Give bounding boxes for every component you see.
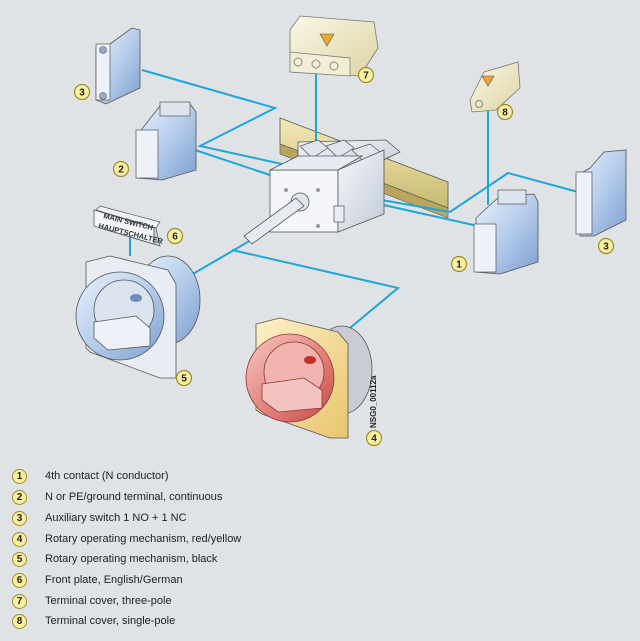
front-plate: MAIN SWITCH HAUPTSCHALTER xyxy=(93,205,164,247)
main-switch xyxy=(243,139,401,245)
badge-rotary-red: 4 xyxy=(365,429,383,447)
legend-item: 5 Rotary operating mechanism, black xyxy=(12,549,217,569)
legend-label: Terminal cover, single-pole xyxy=(45,615,176,627)
legend-label: Terminal cover, three-pole xyxy=(45,595,172,607)
legend-label: Auxiliary switch 1 NO + 1 NC xyxy=(45,512,187,524)
badge-aux-left: 3 xyxy=(73,83,91,101)
svg-text:5: 5 xyxy=(181,374,187,385)
legend-label: Rotary operating mechanism, red/yellow xyxy=(45,533,242,545)
svg-text:4: 4 xyxy=(371,434,377,445)
rotary-mechanism-red-yellow xyxy=(245,317,373,439)
badge-pe-terminal: 2 xyxy=(112,160,130,178)
svg-text:2: 2 xyxy=(118,165,124,176)
svg-text:1: 1 xyxy=(456,260,462,271)
badge-front-plate: 6 xyxy=(166,227,184,245)
auxiliary-switch-right xyxy=(575,149,627,237)
badge-terminal-cover-three: 7 xyxy=(357,66,375,84)
svg-text:3: 3 xyxy=(79,88,85,99)
legend-label: Front plate, English/German xyxy=(45,574,183,586)
fourth-contact xyxy=(473,189,539,275)
legend-item: 1 4th contact (N conductor) xyxy=(12,466,169,486)
auxiliary-switch-left xyxy=(95,27,141,105)
legend-item: 2 N or PE/ground terminal, continuous xyxy=(12,487,222,507)
svg-text:3: 3 xyxy=(603,242,609,253)
number-badge: 8 xyxy=(12,613,27,629)
number-badge: 2 xyxy=(12,489,27,505)
legend-label: 4th contact (N conductor) xyxy=(45,470,169,482)
legend-item: 3 Auxiliary switch 1 NO + 1 NC xyxy=(12,508,187,528)
legend-item: 6 Front plate, English/German xyxy=(12,570,183,590)
legend-item: 7 Terminal cover, three-pole xyxy=(12,591,172,611)
drawing-code: NSG0_00112a xyxy=(369,375,378,428)
badge-fourth-contact: 1 xyxy=(450,255,468,273)
rotary-mechanism-black xyxy=(75,255,201,379)
svg-text:6: 6 xyxy=(172,232,178,243)
badge-rotary-black: 5 xyxy=(175,369,193,387)
badge-aux-right: 3 xyxy=(597,237,615,255)
badge-terminal-cover-single: 8 xyxy=(496,103,514,121)
legend-label: Rotary operating mechanism, black xyxy=(45,553,218,565)
number-badge: 7 xyxy=(12,593,27,609)
number-badge: 6 xyxy=(12,572,27,588)
number-badge: 3 xyxy=(12,510,27,526)
legend-item: 4 Rotary operating mechanism, red/yellow xyxy=(12,529,241,549)
svg-text:8: 8 xyxy=(502,108,508,119)
terminal-cover-three-pole xyxy=(289,15,379,77)
legend-item: 8 Terminal cover, single-pole xyxy=(12,611,175,631)
svg-text:7: 7 xyxy=(363,71,369,82)
terminal-cover-single-pole xyxy=(469,61,521,113)
exploded-diagram: MAIN SWITCH HAUPTSCHALTER NSG0_00112a 3 … xyxy=(73,15,627,447)
number-badge: 5 xyxy=(12,551,27,567)
pe-terminal xyxy=(135,101,197,181)
number-badge: 1 xyxy=(12,468,27,484)
legend-label: N or PE/ground terminal, continuous xyxy=(45,491,223,503)
number-badge: 4 xyxy=(12,531,27,547)
